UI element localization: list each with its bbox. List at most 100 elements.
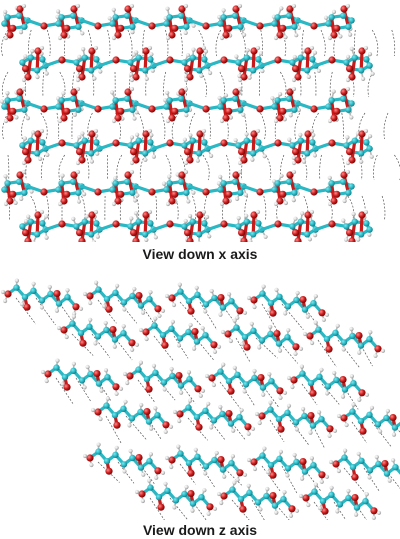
oxygen-atom xyxy=(269,309,277,317)
hydrogen-atom xyxy=(332,370,337,376)
carbon-atom xyxy=(242,381,250,388)
oxygen-atom xyxy=(222,197,230,205)
hydrogen-atom xyxy=(263,234,268,239)
hydrogen-atom xyxy=(294,427,299,432)
carbon-atom xyxy=(34,150,41,157)
oxygen-atom xyxy=(184,65,192,73)
hydrogen-atom xyxy=(342,198,347,204)
oxygen-atom xyxy=(348,237,356,242)
oxygen-atom xyxy=(340,88,348,96)
oxygen-atom xyxy=(63,24,71,32)
hydrogen-bond xyxy=(341,112,344,140)
carbon-atom xyxy=(142,231,149,238)
carbon-atom xyxy=(243,54,250,61)
hydrogen-atom xyxy=(244,213,249,218)
oxygen-atom xyxy=(355,332,363,340)
carbon-atom xyxy=(259,452,266,459)
hydrogen-atom xyxy=(327,433,332,438)
carbon-atom xyxy=(243,137,250,144)
hydrogen-atom xyxy=(332,428,338,433)
hydrogen-bond xyxy=(337,339,360,368)
hydrogen-bond xyxy=(117,461,135,484)
hydrogen-atom xyxy=(313,294,318,299)
hydrogen-atom xyxy=(255,209,261,215)
hydrogen-atom xyxy=(19,302,25,307)
carbon-atom xyxy=(58,97,65,104)
oxygen-atom xyxy=(184,229,192,237)
hydrogen-atom xyxy=(345,169,351,175)
oxygen-atom xyxy=(310,188,318,196)
carbon-atom xyxy=(142,150,149,157)
carbon-atom xyxy=(319,498,327,505)
carbon-atom xyxy=(374,421,382,428)
hydrogen-atom xyxy=(141,472,146,477)
carbon-atom xyxy=(70,95,77,102)
hydrogen-atom xyxy=(391,458,396,463)
hydrogen-atom xyxy=(82,291,88,297)
oxygen-atom xyxy=(112,56,120,64)
hydrogen-atom xyxy=(115,283,120,288)
hydrogen-atom xyxy=(354,512,359,517)
carbon-atom xyxy=(201,220,208,227)
oxygen-atom xyxy=(114,197,122,205)
carbon-atom xyxy=(19,142,26,149)
hydrogen-atom xyxy=(345,3,351,9)
carbon-atom xyxy=(243,218,250,225)
carbon-atom xyxy=(291,23,298,30)
hydrogen-atom xyxy=(373,353,378,358)
carbon-atom xyxy=(4,180,11,187)
oxygen-atom xyxy=(94,22,102,30)
hydrogen-bond xyxy=(7,195,11,221)
carbon-atom xyxy=(166,180,173,187)
hydrogen-atom xyxy=(93,128,99,134)
oxygen-atom xyxy=(53,290,61,298)
hydrogen-atom xyxy=(143,157,148,162)
carbon-atom xyxy=(366,467,374,474)
hydrogen-atom xyxy=(76,199,82,204)
hydrogen-atom xyxy=(107,16,112,21)
hydrogen-atom xyxy=(288,513,294,518)
hydrogen-atom xyxy=(325,391,330,396)
hydrogen-bond xyxy=(349,71,355,98)
carbon-atom xyxy=(120,461,128,468)
oxygen-atom xyxy=(309,389,317,397)
hydrogen-atom xyxy=(349,115,354,120)
carbon-atom xyxy=(135,366,142,373)
hydrogen-atom xyxy=(85,364,90,370)
hydrogen-atom xyxy=(98,69,103,74)
carbon-atom xyxy=(250,67,257,74)
carbon-atom xyxy=(112,14,119,21)
oxygen-atom xyxy=(292,65,300,73)
oxygen-atom xyxy=(276,197,284,205)
carbon-atom xyxy=(4,14,11,21)
carbon-atom xyxy=(189,500,197,507)
carbon-atom xyxy=(193,338,201,345)
oxygen-atom xyxy=(321,507,329,515)
oxygen-atom xyxy=(358,389,366,397)
hydrogen-atom xyxy=(273,201,279,207)
carbon-atom xyxy=(181,490,188,498)
hydrogen-atom xyxy=(147,128,153,134)
oxygen-atom xyxy=(166,56,174,64)
carbon-atom xyxy=(21,189,28,196)
carbon-atom xyxy=(163,103,170,110)
hydrogen-atom xyxy=(265,486,270,492)
hydrogen-atom xyxy=(183,86,189,92)
oxygen-atom xyxy=(196,47,204,55)
carbon-atom xyxy=(217,368,224,375)
hydrogen-atom xyxy=(153,235,158,240)
hydrogen-atom xyxy=(300,211,305,216)
hydrogen-atom xyxy=(348,32,353,37)
hydrogen-atom xyxy=(148,452,153,457)
hydrogen-atom xyxy=(96,442,101,447)
carbon-atom xyxy=(13,284,20,291)
hydrogen-atom xyxy=(321,317,326,322)
hydrogen-atom xyxy=(218,174,223,179)
carbon-atom xyxy=(275,416,283,423)
hydrogen-atom xyxy=(327,201,333,207)
hydrogen-atom xyxy=(374,454,379,460)
hydrogen-atom xyxy=(138,327,144,333)
carbon-atom xyxy=(201,139,208,146)
hydrogen-atom xyxy=(171,302,177,308)
carbon-atom xyxy=(255,56,262,63)
